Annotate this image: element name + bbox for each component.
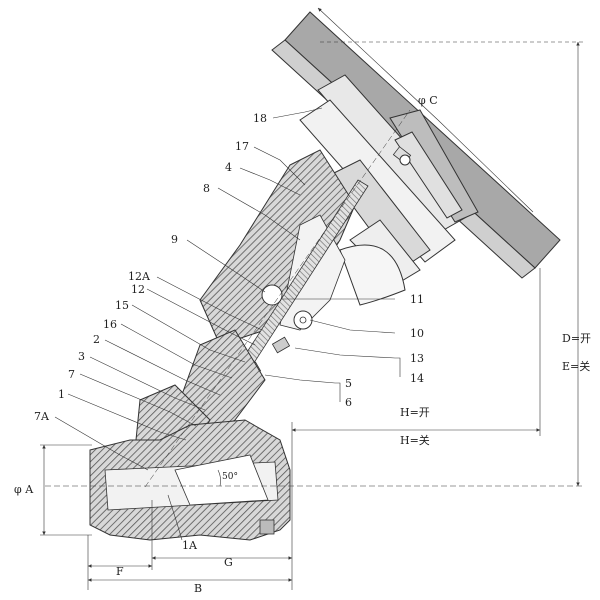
dim-angle: 50° [222,472,238,482]
callout-16: 16 [103,318,117,331]
callout-3: 3 [78,350,85,363]
dim-phi-a: φ A [14,483,34,496]
callout-8: 8 [203,182,210,195]
dimension-lines [40,7,584,590]
callout-2: 2 [93,333,100,346]
dim-d-open: D=开 [562,332,591,345]
callout-14: 14 [410,372,424,385]
dim-b: B [194,582,202,595]
callout-7: 7 [68,368,75,381]
callout-5: 5 [345,377,352,390]
callout-1: 1 [58,388,65,401]
dim-phi-c: φ C [418,94,438,107]
callout-9: 9 [171,233,178,246]
dim-h-close: H=关 [400,433,430,447]
dim-g: G [224,556,233,569]
callout-labels: 18 17 4 8 9 12A 12 15 16 2 3 7 1 7A 11 1… [34,112,424,552]
valve-body [89,419,291,541]
dim-e-close: E=关 [562,359,590,373]
callout-12: 12 [131,283,145,296]
callout-12a: 12A [128,270,151,283]
yoke-assembly [299,74,479,306]
dimension-labels: φ C D=开 E=关 H=开 H=关 φ A 50° F G B [14,94,591,595]
leader-lines [54,107,401,541]
callout-1a: 1A [182,539,198,552]
callout-18: 18 [253,112,267,125]
callout-11: 11 [410,293,424,306]
callout-10: 10 [410,327,424,340]
dim-h-open: H=开 [400,406,430,419]
callout-7a: 7A [34,410,50,423]
callout-6: 6 [345,396,352,409]
callout-4: 4 [225,161,232,174]
callout-17: 17 [235,140,249,153]
callout-13: 13 [410,352,424,365]
callout-15: 15 [115,299,129,312]
dim-f: F [116,565,124,578]
